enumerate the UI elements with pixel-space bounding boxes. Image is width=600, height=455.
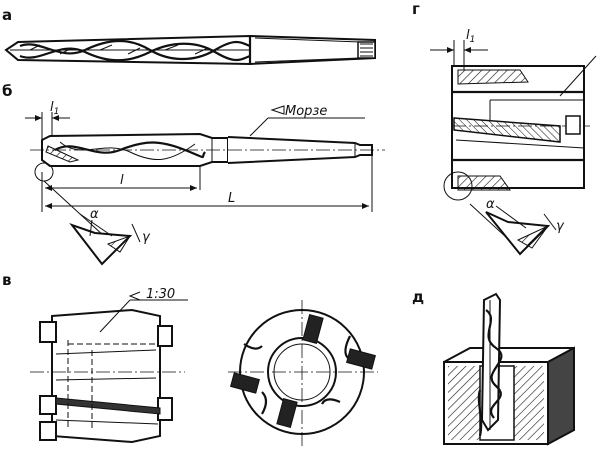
angle-alpha-g: α (486, 197, 495, 212)
dim-l1-b: l1 (50, 100, 59, 117)
panel-label-d: д (412, 288, 424, 306)
drill-flutes-a (10, 40, 251, 62)
angle-gamma-g: γ (556, 219, 565, 234)
morse-taper-label: Морзе (285, 104, 327, 119)
countersink-side-view (30, 291, 188, 444)
taper-ratio-label: 1:30 (146, 287, 175, 302)
angle-gamma-b: γ (142, 230, 151, 245)
countersink-end-view (228, 300, 378, 448)
dim-l1-g: l1 (466, 28, 475, 45)
detail-circle-g (443, 171, 473, 201)
panel-label-v: в (2, 271, 12, 289)
hollow-drill-section (430, 40, 597, 256)
dim-L-b: L (228, 191, 235, 206)
taper-shank-a (248, 36, 376, 64)
dim-l-b: l (120, 173, 124, 188)
drill-in-workpiece (443, 292, 575, 446)
panel-label-a: а (2, 6, 12, 24)
panel-label-b: б (2, 82, 12, 100)
twist-drill-a (4, 34, 376, 66)
angle-alpha-b: α (90, 207, 99, 222)
twist-drill-b (25, 105, 385, 266)
detail-circle-b (34, 162, 54, 182)
panel-label-g: г (412, 0, 420, 18)
